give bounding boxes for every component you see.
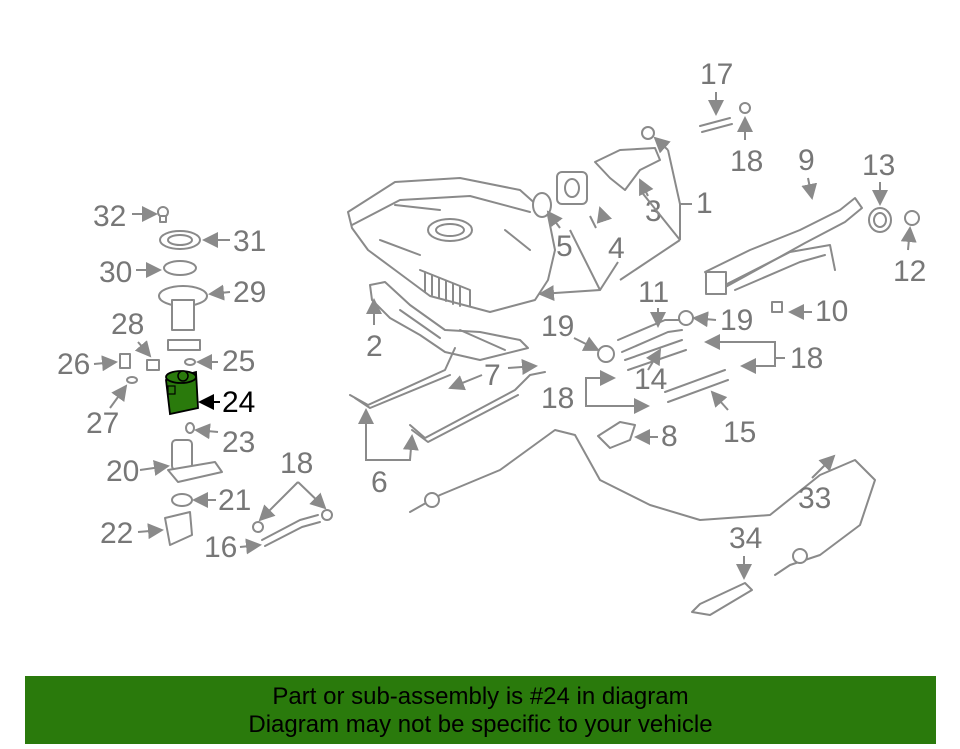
callout-11: 11 [638, 276, 669, 309]
part-12-cap-retainer [904, 210, 920, 226]
callout-4: 4 [608, 232, 625, 265]
callout-20: 20 [106, 455, 139, 488]
part-31-ring [159, 230, 201, 250]
info-banner: Part or sub-assembly is #24 in diagram D… [25, 676, 936, 744]
part-24-fuel-filter-highlighted[interactable] [165, 370, 199, 416]
callout-12: 12 [893, 255, 926, 288]
callout-21: 21 [218, 484, 251, 517]
part-34-release-handle [691, 582, 753, 616]
callout-labels: 1 2 3 4 5 6 7 8 9 10 11 12 13 14 15 16 1… [57, 58, 926, 564]
fuel-tank [347, 177, 556, 313]
part-17-hose [699, 102, 751, 133]
part-2-heat-shield [369, 281, 529, 361]
part-26-fitting [119, 353, 131, 369]
callout-27: 27 [86, 407, 119, 440]
part-27-seal [126, 376, 138, 384]
part-28-clip [146, 359, 160, 371]
callout-32: 32 [93, 200, 126, 233]
callout-18a: 18 [730, 145, 763, 178]
callout-30: 30 [99, 256, 132, 289]
callout-6: 6 [371, 466, 388, 499]
callout-7: 7 [484, 359, 501, 392]
callout-33: 33 [798, 482, 831, 515]
part-20-fuel-pump [167, 439, 223, 483]
callout-26: 26 [57, 348, 90, 381]
callout-31: 31 [233, 225, 266, 258]
callout-23: 23 [222, 426, 255, 459]
part-23-seal [185, 422, 195, 434]
leader-lines [93, 92, 917, 580]
part-33-release-cable [409, 429, 876, 576]
callout-13: 13 [862, 149, 895, 182]
callout-18c: 18 [541, 382, 574, 415]
callout-22: 22 [100, 517, 133, 550]
part-16-hose [252, 509, 333, 547]
part-3-5-filler-neck-parts [532, 126, 661, 218]
part-10-bolt [771, 301, 783, 313]
part-22-bracket [164, 511, 193, 546]
callout-25: 25 [222, 345, 255, 378]
part-29-sender-unit [158, 285, 208, 351]
part-32-bolt [157, 206, 169, 223]
part-9-filler-neck [704, 197, 863, 295]
callout-19a: 19 [541, 310, 574, 343]
banner-line-1: Part or sub-assembly is #24 in diagram [272, 683, 689, 710]
parts-diagram: 1 2 3 4 5 6 7 8 9 10 11 12 13 14 15 16 1… [57, 58, 926, 616]
part-13-fuel-cap [868, 207, 892, 233]
callout-14: 14 [634, 363, 667, 396]
part-8-bracket [597, 421, 636, 449]
callout-16: 16 [204, 531, 237, 564]
callout-15: 15 [723, 416, 756, 449]
part-30-o-ring [163, 260, 197, 276]
callout-1: 1 [696, 187, 713, 220]
callout-29: 29 [233, 276, 266, 309]
callout-3: 3 [645, 195, 662, 228]
banner-line-2: Diagram may not be specific to your vehi… [248, 711, 713, 738]
callout-18b: 18 [790, 342, 823, 375]
callout-5: 5 [556, 230, 573, 263]
callout-34: 34 [729, 522, 762, 555]
callout-17: 17 [700, 58, 733, 91]
callout-24-highlighted: 24 [222, 386, 255, 419]
part-21-grommet [171, 493, 193, 507]
callout-28: 28 [111, 308, 144, 341]
callout-8: 8 [661, 420, 678, 453]
callout-2: 2 [366, 330, 383, 363]
callout-19b: 19 [720, 304, 753, 337]
callout-18d: 18 [280, 447, 313, 480]
part-25-seal [184, 358, 196, 366]
callout-9: 9 [798, 144, 815, 177]
callout-10: 10 [815, 295, 848, 328]
